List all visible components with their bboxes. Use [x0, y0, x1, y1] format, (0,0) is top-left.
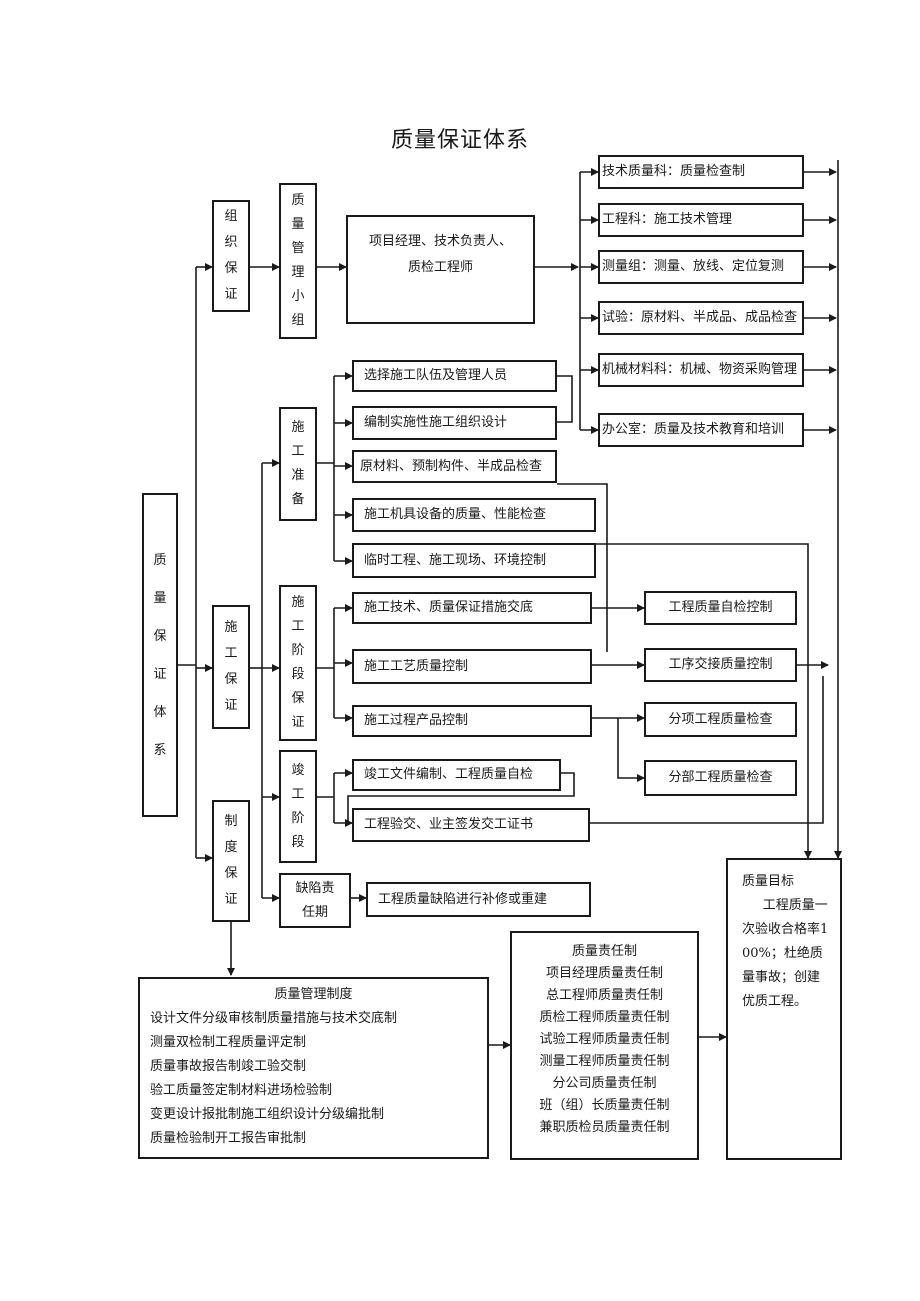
responsibility-line: 试验工程师质量责任制: [539, 1032, 670, 1047]
dept-office: 办公室：质量及技术教育和培训: [598, 413, 804, 447]
quality-target-heading: 质量目标: [742, 874, 795, 889]
responsibility-heading: 质量责任制: [571, 944, 637, 959]
complete-item-documents: 竣工文件编制、工程质量自检: [352, 759, 561, 791]
mgmt-system-heading: 质量管理制度: [274, 987, 353, 1002]
responsibility-line: 总工程师质量责任制: [545, 988, 663, 1003]
complete-item-handover: 工程验交、业主签发交工证书: [352, 808, 590, 842]
branch-construction: 施 工 保 证: [212, 605, 250, 729]
defect-item-repair: 工程质量缺陷进行补修或重建: [366, 882, 591, 917]
mgmt-line: 设计文件分级审核制质量措施与技术交底制: [150, 1011, 398, 1026]
phase-completion: 竣 工 阶 段: [279, 750, 317, 863]
dept-testing: 试验：原材料、半成品、成品检查: [598, 301, 804, 335]
prep-item-design: 编制实施性施工组织设计: [352, 406, 557, 440]
prep-item-equipment: 施工机具设备的质量、性能检查: [352, 498, 596, 532]
control-section-inspection: 分部工程质量检查: [644, 760, 797, 796]
quality-mgmt-group: 质 量 管 理 小 组: [279, 183, 317, 339]
branch-system: 制 度 保 证: [212, 800, 250, 922]
prep-item-materials: 原材料、预制构件、半成品检查: [352, 450, 557, 483]
quality-target-text: 工程质量一次验收合格率100%；杜绝质量事故；创建优质工程。: [742, 898, 829, 1009]
phase-preparation: 施 工 准 备: [279, 407, 317, 521]
responsibility-line: 项目经理质量责任制: [545, 966, 663, 981]
prep-item-team: 选择施工队伍及管理人员: [352, 360, 557, 392]
responsibility-line: 分公司质量责任制: [552, 1076, 657, 1091]
stage-item-process: 施工工艺质量控制: [352, 649, 592, 684]
mgmt-line: 测量双检制工程质量评定制: [150, 1035, 307, 1050]
control-handover: 工序交接质量控制: [644, 648, 797, 682]
quality-responsibility: 质量责任制 项目经理质量责任制 总工程师质量责任制 质检工程师质量责任制 试验工…: [510, 931, 699, 1160]
mgmt-line: 验工质量签定制材料进场检验制: [150, 1083, 333, 1098]
mgmt-line: 变更设计报批制施工组织设计分级编批制: [150, 1107, 385, 1122]
responsibility-line: 班（组）长质量责任制: [539, 1098, 670, 1113]
responsibility-line: 兼职质检员质量责任制: [539, 1120, 670, 1135]
leadership-text: 项目经理、技术负责人、 质检工程师: [368, 234, 512, 275]
leadership-box: 项目经理、技术负责人、 质检工程师: [346, 215, 535, 324]
responsibility-line: 测量工程师质量责任制: [539, 1054, 670, 1069]
control-item-inspection: 分项工程质量检查: [644, 702, 797, 737]
page-title: 质量保证体系: [390, 128, 529, 153]
phase-construction-stage: 施 工 阶 段 保 证: [279, 585, 317, 741]
dept-machinery: 机械材料科：机械、物资采购管理: [598, 353, 804, 387]
stage-item-briefing: 施工技术、质量保证措施交底: [352, 592, 592, 624]
branch-organization: 组 织 保 证: [212, 200, 250, 312]
control-self-check: 工程质量自检控制: [644, 591, 797, 625]
responsibility-line: 质检工程师质量责任制: [539, 1010, 670, 1025]
stage-item-product: 施工过程产品控制: [352, 705, 592, 737]
quality-mgmt-system: 质量管理制度 设计文件分级审核制质量措施与技术交底制 测量双检制工程质量评定制 …: [138, 977, 489, 1159]
dept-engineering: 工程科：施工技术管理: [598, 203, 804, 237]
quality-target: 质量目标 工程质量一次验收合格率100%；杜绝质量事故；创建优质工程。: [726, 858, 842, 1160]
dept-tech-quality: 技术质量科：质量检查制: [598, 155, 804, 189]
mgmt-line: 质量检验制开工报告审批制: [150, 1131, 307, 1146]
phase-defect-liability: 缺陷责 任期: [279, 873, 351, 928]
dept-survey: 测量组：测量、放线、定位复测: [598, 250, 804, 284]
root-quality-system: 质 量 保 证 体 系: [142, 493, 178, 817]
prep-item-site: 临时工程、施工现场、环境控制: [352, 543, 596, 578]
mgmt-line: 质量事故报告制竣工验交制: [150, 1059, 307, 1074]
